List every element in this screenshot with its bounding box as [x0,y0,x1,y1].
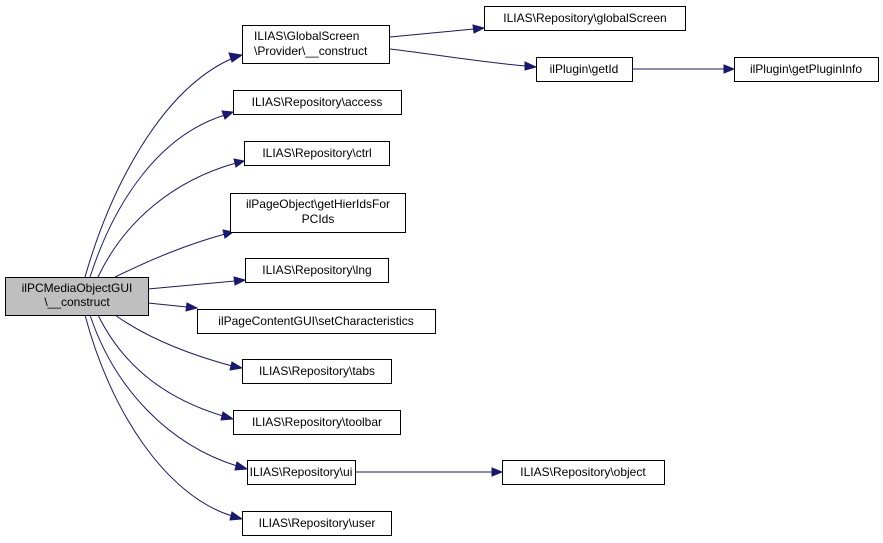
node-globalscreen-provider-construct[interactable]: ILIAS\GlobalScreen \Provider\__construct [242,25,390,64]
edge-root-to-toolbar [97,314,235,421]
node-pagecontentgui-setcharacteristics[interactable]: ilPageContentGUI\setCharacteristics [197,309,436,334]
node-access-label: ILIAS\Repository\access [252,95,383,109]
node-repository-tabs[interactable]: ILIAS\Repository\tabs [242,359,392,384]
node-repository-access[interactable]: ILIAS\Repository\access [233,90,402,115]
edge-gs-to-repo-globalscreen [389,24,486,38]
node-object-label: ILIAS\Repository\object [520,465,646,479]
node-root-line2: \__construct [44,295,110,309]
node-toolbar-label: ILIAS\Repository\toolbar [252,415,382,429]
node-repository-object[interactable]: ILIAS\Repository\object [502,460,665,485]
edge-root-to-hier [114,229,235,278]
edge-root-to-gs [84,52,244,278]
node-ui-label: ILIAS\Repository\ui [250,465,353,479]
node-repository-ui[interactable]: ILIAS\Repository\ui [247,460,356,485]
edge-root-to-user [84,314,244,521]
edge-root-to-access [89,110,235,278]
node-tabs-label: ILIAS\Repository\tabs [259,364,375,378]
node-repository-lng[interactable]: ILIAS\Repository\lng [245,258,389,283]
node-lng-label: ILIAS\Repository\lng [262,263,371,277]
edge-root-to-lng [147,276,247,290]
node-setchar-label: ilPageContentGUI\setCharacteristics [218,314,413,328]
edge-root-to-tabs [114,314,244,371]
node-ctrl-label: ILIAS\Repository\ctrl [262,146,371,160]
node-pageobject-gethierids[interactable]: ilPageObject\getHierIdsFor PCIds [230,193,406,233]
node-hier-line2: PCIds [302,212,335,226]
edge-root-to-setchar [147,302,199,312]
node-repository-user[interactable]: ILIAS\Repository\user [242,511,392,536]
node-user-label: ILIAS\Repository\user [259,516,376,530]
edge-ui-to-object [356,467,504,477]
node-hier-line1: ilPageObject\getHierIdsFor [246,197,390,211]
node-getid-label: ilPlugin\getId [550,62,619,76]
node-plugin-getplugininfo[interactable]: ilPlugin\getPluginInfo [734,57,879,82]
edge-root-to-ctrl [97,158,246,278]
node-gs-line2: \Provider\__construct [254,44,368,58]
node-getinfo-label: ilPlugin\getPluginInfo [750,62,862,76]
edge-gs-to-getid [389,48,538,71]
node-gs-line1: ILIAS\GlobalScreen [254,29,359,43]
node-root-line1: ilPCMediaObjectGUI [22,281,133,295]
node-repository-ctrl[interactable]: ILIAS\Repository\ctrl [244,141,390,166]
node-repogs-label: ILIAS\Repository\globalScreen [503,11,666,25]
edge-root-to-ui [89,314,249,471]
node-root[interactable]: ilPCMediaObjectGUI \__construct [5,277,149,316]
node-repository-toolbar[interactable]: ILIAS\Repository\toolbar [233,410,401,435]
edge-getid-to-getplugininfo [632,64,736,74]
node-plugin-getid[interactable]: ilPlugin\getId [536,57,633,82]
node-repository-globalscreen[interactable]: ILIAS\Repository\globalScreen [484,6,686,31]
